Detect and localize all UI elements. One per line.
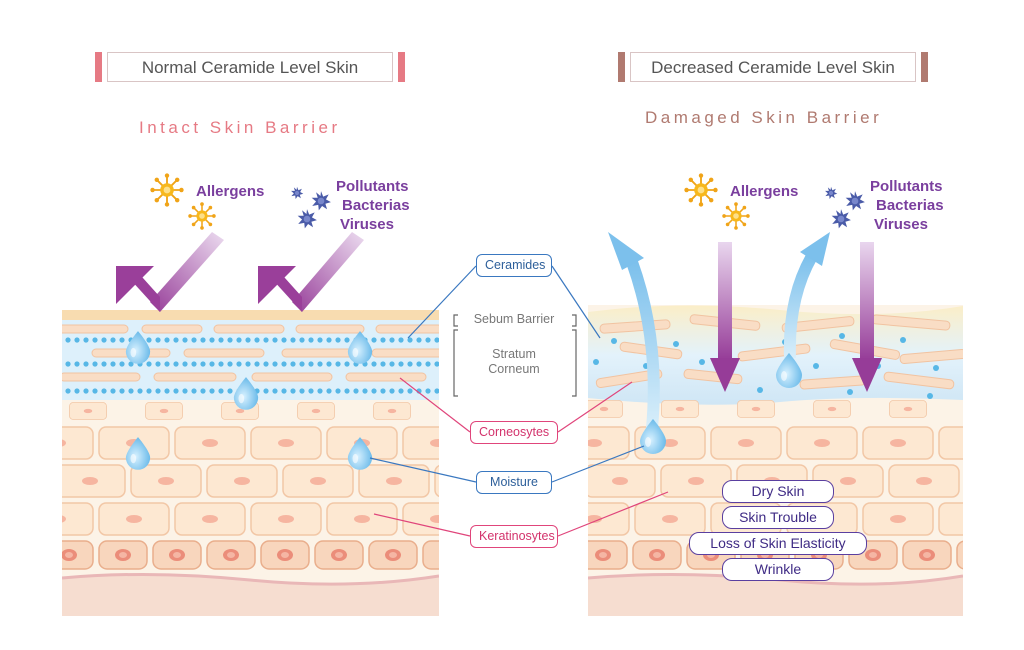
penetrating-arrow xyxy=(710,242,740,392)
corneosytes-connector xyxy=(399,377,471,433)
virus-icon xyxy=(297,209,317,229)
moisture-escape-arrow xyxy=(608,232,660,429)
allergen-pollen-icon xyxy=(188,202,216,230)
stratum-corneum-label: Stratum Corneum xyxy=(462,347,566,377)
moisture-connector xyxy=(551,445,645,483)
allergen-pollen-icon xyxy=(722,202,750,230)
symptom-skin-trouble: Skin Trouble xyxy=(722,506,834,529)
pollutants-label: Pollutants Bacterias Viruses xyxy=(870,177,944,234)
right-header: Decreased Ceramide Level Skin xyxy=(630,52,916,82)
symptom-wrinkle: Wrinkle xyxy=(722,558,834,581)
keratinosytes-connector xyxy=(373,513,471,537)
virus-icon xyxy=(311,191,331,211)
sebum-bracket-left xyxy=(453,314,458,327)
deflected-arrow xyxy=(116,232,224,312)
right-header-accent xyxy=(921,52,928,82)
corneosytes-connector xyxy=(557,381,633,433)
virus-icon xyxy=(825,186,838,199)
corneosytes-label: Corneosytes xyxy=(470,421,558,444)
corneum-text: Corneum xyxy=(488,362,540,376)
right-header-accent xyxy=(618,52,625,82)
pollutants-text: Pollutants xyxy=(336,178,409,195)
symptom-loss-of-elasticity: Loss of Skin Elasticity xyxy=(689,532,867,555)
bacterias-text: Bacterias xyxy=(342,197,410,214)
allergen-pollen-icon xyxy=(684,173,718,207)
allergens-label: Allergens xyxy=(196,183,265,200)
keratinosytes-connector xyxy=(557,491,669,537)
penetrating-arrow xyxy=(852,242,882,392)
allergens-label: Allergens xyxy=(730,183,799,200)
left-header-accent xyxy=(398,52,405,82)
stratum-bracket-right xyxy=(572,329,577,397)
left-header-accent xyxy=(95,52,102,82)
allergen-pollen-icon xyxy=(150,173,184,207)
symptom-dry-skin: Dry Skin xyxy=(722,480,834,503)
ceramides-label: Ceramides xyxy=(476,254,552,277)
pollutants-label: Pollutants Bacterias Viruses xyxy=(336,177,410,234)
moisture-label: Moisture xyxy=(476,471,552,494)
stratum-bracket-left xyxy=(453,329,458,397)
left-header: Normal Ceramide Level Skin xyxy=(107,52,393,82)
bacterias-text: Bacterias xyxy=(876,197,944,214)
moisture-connector xyxy=(369,457,477,483)
keratinosytes-label: Keratinosytes xyxy=(470,525,558,548)
ceramides-connector xyxy=(551,265,601,339)
sebum-barrier-label: Sebum Barrier xyxy=(473,312,555,326)
viruses-text: Viruses xyxy=(340,216,394,233)
viruses-text: Viruses xyxy=(874,216,928,233)
virus-icon xyxy=(831,209,851,229)
virus-icon xyxy=(291,186,304,199)
ceramides-connector xyxy=(407,265,477,339)
stratum-text: Stratum xyxy=(492,347,536,361)
virus-icon xyxy=(845,191,865,211)
normal-skin-block xyxy=(62,310,439,616)
deflected-arrow xyxy=(258,232,364,312)
left-subtitle: Intact Skin Barrier xyxy=(139,118,341,137)
pollutants-text: Pollutants xyxy=(870,178,943,195)
sebum-bracket-right xyxy=(572,314,577,327)
right-subtitle: Damaged Skin Barrier xyxy=(645,108,883,127)
moisture-escape-arrow xyxy=(783,232,830,359)
